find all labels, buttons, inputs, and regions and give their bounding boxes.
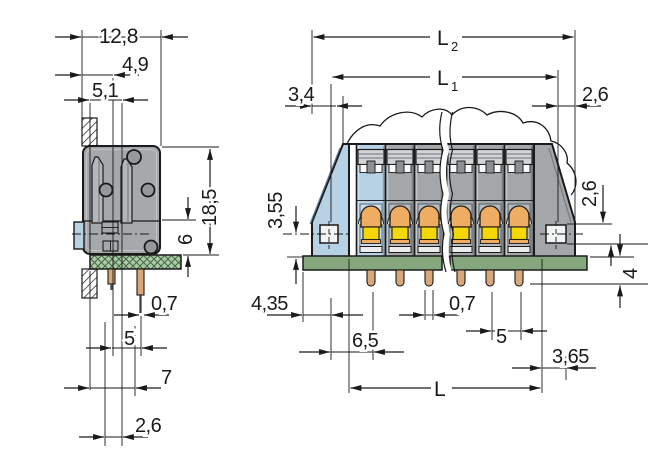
dim-label-L: L xyxy=(434,378,445,401)
break-line xyxy=(439,111,456,273)
dim-4-35: 4,35 xyxy=(249,291,363,318)
wire-entry-slot[interactable] xyxy=(388,246,412,253)
solder-pin xyxy=(424,269,434,287)
clamp-actuator[interactable] xyxy=(360,205,382,244)
dim-label-5-1: 5,1 xyxy=(92,80,119,102)
clamp-actuator[interactable] xyxy=(418,205,440,244)
dim-5-front: 5 xyxy=(466,324,547,351)
dim-5-1: 5,1 xyxy=(64,78,148,105)
dim-label-4-35: 4,35 xyxy=(251,293,288,315)
solder-pin xyxy=(485,269,495,287)
dim-2-6-left: 2,6 xyxy=(79,413,165,440)
terminal-cell-1 xyxy=(355,144,387,257)
flange-left xyxy=(283,221,348,249)
dim-4: 4 xyxy=(617,234,645,308)
wire-entry-slot[interactable] xyxy=(507,246,531,253)
dim-3-65: 3,65 xyxy=(512,344,596,371)
terminal-cell-6 xyxy=(503,144,535,257)
dim-12-8: 12,8 xyxy=(55,23,188,51)
push-button[interactable] xyxy=(357,148,385,174)
dim-0-7-front: 0,7 xyxy=(399,291,479,318)
dim-label-L2: L xyxy=(437,27,448,50)
dim-label-3-55: 3,55 xyxy=(265,192,287,229)
solder-pins-front xyxy=(366,269,524,287)
dim-2-6-flange: 2,6 xyxy=(577,178,614,266)
solder-pin xyxy=(456,269,466,287)
solder-pin xyxy=(107,268,145,313)
dim-7: 7 xyxy=(64,365,175,392)
spring-band xyxy=(362,226,380,241)
dim-label-L1-sub: 1 xyxy=(451,79,458,94)
dim-label-6: 6 xyxy=(175,234,197,245)
clamp-actuator[interactable] xyxy=(479,205,501,244)
wire-entry-slot[interactable] xyxy=(359,246,383,253)
solder-pin xyxy=(366,269,376,287)
dim-5-left: 5 xyxy=(86,326,167,353)
dim-L2: L 2 xyxy=(313,25,574,56)
clamp-spring-blade xyxy=(120,158,133,224)
dim-2-6-top: 2,6 xyxy=(532,82,612,109)
dim-L: L xyxy=(350,376,541,404)
terminal-cell-5 xyxy=(474,144,506,257)
dim-3-55: 3,55 xyxy=(263,189,299,284)
dim-label-L1: L xyxy=(437,67,448,90)
dim-label-4-9: 4,9 xyxy=(122,54,149,76)
terminal-cell-3 xyxy=(413,144,445,257)
dim-label-2-6-flange: 2,6 xyxy=(579,180,601,207)
housing-hole xyxy=(98,149,159,255)
dim-label-2-6: 2,6 xyxy=(135,415,162,437)
wall-hatch xyxy=(81,117,98,299)
solder-pin xyxy=(395,269,405,287)
spring-band xyxy=(391,226,409,241)
dim-label-L2-sub: 2 xyxy=(451,39,458,54)
wire-entry-slot[interactable] xyxy=(478,246,502,253)
spring-band xyxy=(420,226,438,241)
terminal-cell-2 xyxy=(384,144,416,257)
dim-6-5: 6,5 xyxy=(299,328,404,355)
clamp-actuator[interactable] xyxy=(450,205,472,244)
dim-label-0-7-front: 0,7 xyxy=(449,293,476,315)
side-view: 12,8 4,9 5,1 18,5 6 xyxy=(55,23,224,446)
dim-label-0-7: 0,7 xyxy=(151,293,178,315)
push-button[interactable] xyxy=(476,148,504,174)
dim-label-3-4: 3,4 xyxy=(288,84,315,106)
dim-label-5-front: 5 xyxy=(496,326,507,348)
spring-band xyxy=(481,226,499,241)
dim-label-7: 7 xyxy=(161,367,172,389)
push-button[interactable] xyxy=(447,148,475,174)
extension-lines-left-view xyxy=(81,30,219,446)
dim-label-6-5: 6,5 xyxy=(352,330,379,352)
wire-entry-slot[interactable] xyxy=(449,246,473,253)
dim-3-4: 3,4 xyxy=(285,82,362,109)
dim-6: 6 xyxy=(173,197,200,277)
front-view: L 2 L 1 3,4 2,6 3,55 xyxy=(249,25,648,404)
push-button[interactable] xyxy=(415,148,443,174)
dim-label-18-5: 18,5 xyxy=(199,189,221,226)
clamp-actuator[interactable] xyxy=(508,205,530,244)
spring-band xyxy=(510,226,528,241)
dim-18-5: 18,5 xyxy=(197,148,224,255)
dim-label-4: 4 xyxy=(620,268,642,279)
extension-lines-front-view xyxy=(287,30,648,393)
clamp-actuator[interactable] xyxy=(389,205,411,244)
dim-4-9: 4,9 xyxy=(55,52,152,79)
dim-0-7-left: 0,7 xyxy=(114,291,181,318)
terminal-body-side xyxy=(72,145,161,255)
flange-right xyxy=(540,221,584,249)
dim-label-5: 5 xyxy=(124,328,135,350)
wire-cloud xyxy=(329,106,577,196)
mounting-foot xyxy=(73,221,85,250)
dim-L1: L 1 xyxy=(332,65,557,96)
push-button[interactable] xyxy=(505,148,533,174)
dim-label-2-6-top: 2,6 xyxy=(582,84,609,106)
pcb-side xyxy=(89,254,182,270)
spring-band xyxy=(452,226,470,241)
solder-pin xyxy=(514,269,524,287)
dim-label-3-65: 3,65 xyxy=(552,346,589,368)
pcb-front xyxy=(302,255,588,271)
wire-entry-slot[interactable] xyxy=(417,246,441,253)
dim-label-12-8: 12,8 xyxy=(99,25,138,48)
push-button[interactable] xyxy=(386,148,414,174)
